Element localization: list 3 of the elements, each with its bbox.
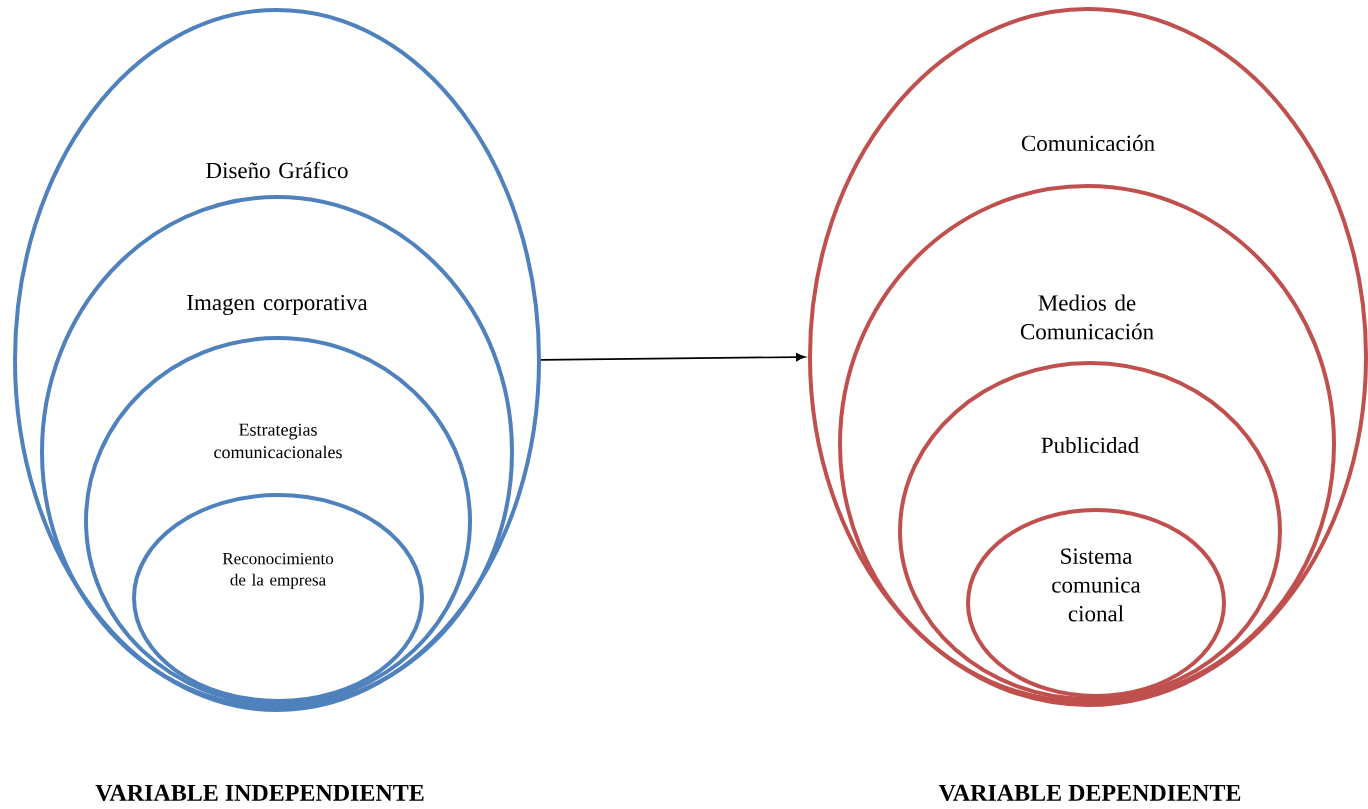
variable-heading: VARIABLE INDEPENDIENTE <box>95 784 424 802</box>
arrow <box>540 353 806 362</box>
variable-heading: VARIABLE DEPENDIENTE <box>938 784 1241 802</box>
